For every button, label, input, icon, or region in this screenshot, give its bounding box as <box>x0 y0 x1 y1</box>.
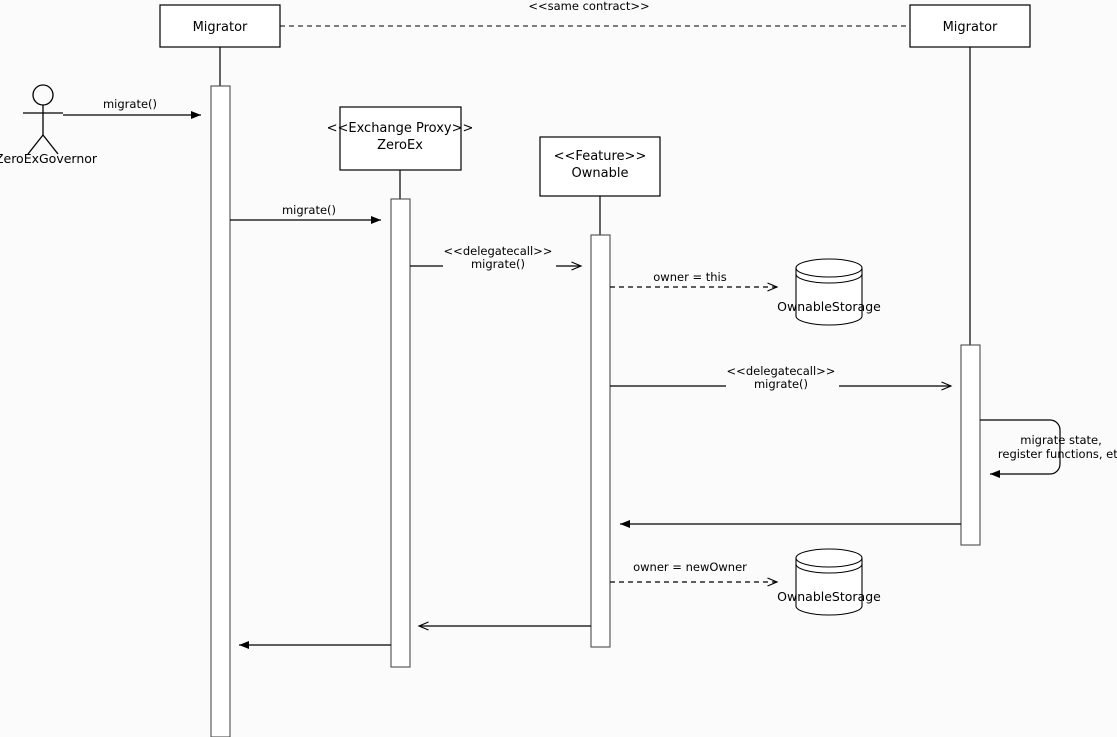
message-label-m2: migrate() <box>282 203 336 217</box>
participant-box-ownable[interactable] <box>539 136 661 197</box>
datastore-cylinder-top-2 <box>795 557 863 568</box>
actor-head-icon <box>32 84 54 106</box>
participant-label-zeroex: ZeroEx <box>377 138 423 153</box>
participant-zeroex[interactable]: <<Exchange Proxy>> ZeroEx <box>327 106 474 668</box>
participant-label-migrator-left: Migrator <box>193 20 248 35</box>
datastore-cylinder-body-1 <box>795 258 863 326</box>
message-label-m4: owner = this <box>653 270 726 284</box>
message-m8-owner-newowner: owner = newOwner <box>610 560 779 587</box>
message-label-m5-line2: migrate() <box>754 377 808 391</box>
participant-migrator-left[interactable]: Migrator <box>159 4 281 737</box>
participant-label-migrator-right: Migrator <box>943 20 998 35</box>
activation-migrator-left <box>210 85 231 737</box>
participant-box-migrator-right[interactable] <box>909 4 1031 48</box>
message-m6-self-migrate-state: migrate state, register functions, etc <box>980 419 1117 478</box>
message-label-m3-line1: <<delegatecall>> <box>444 244 553 258</box>
message-label-m6-line2: register functions, etc <box>998 447 1117 461</box>
datastore-ownable-storage-1: OwnableStorage <box>777 258 881 326</box>
message-label-m5-line1: <<delegatecall>> <box>727 364 836 378</box>
message-label-bg-m3 <box>443 242 556 272</box>
message-m5-delegatecall-migrate: <<delegatecall>> migrate() <box>610 362 953 392</box>
datastore-cylinder-body-2 <box>795 548 863 616</box>
participant-label-ownable: Ownable <box>572 166 629 181</box>
message-label-m6-line1: migrate state, <box>1020 433 1102 447</box>
actor-right-leg-icon <box>42 134 59 155</box>
datastore-label-1: OwnableStorage <box>777 299 881 314</box>
actor-label-zeroexgovernor: ZeroExGovernor <box>0 151 98 166</box>
message-m3-delegatecall-migrate: <<delegatecall>> migrate() <box>410 242 583 272</box>
datastore-cylinder-top2-1 <box>795 273 863 284</box>
message-label-m8: owner = newOwner <box>633 560 747 574</box>
activation-migrator-right <box>960 344 981 546</box>
message-m4-owner-this: owner = this <box>610 270 779 292</box>
datastore-cylinder-top2-2 <box>795 563 863 574</box>
participant-stereotype-ownable: <<Feature>> <box>554 149 647 164</box>
message-label-m1: migrate() <box>103 97 157 111</box>
message-m2-migrate: migrate() <box>230 203 381 224</box>
participant-migrator-right[interactable]: Migrator <box>909 4 1031 546</box>
activation-zeroex <box>390 198 411 668</box>
datastore-ownable-storage-2: OwnableStorage <box>777 548 881 616</box>
actor-zeroexgovernor: ZeroExGovernor <box>0 84 98 166</box>
participant-ownable[interactable]: <<Feature>> Ownable <box>539 136 661 648</box>
message-label-bg-m5 <box>726 362 839 392</box>
participant-stereotype-zeroex: <<Exchange Proxy>> <box>327 121 474 136</box>
message-label-m3-line2: migrate() <box>471 257 525 271</box>
link-same-contract: <<same contract>> <box>280 0 910 27</box>
message-m1-migrate: migrate() <box>63 97 201 119</box>
activation-ownable <box>590 234 611 648</box>
datastore-cylinder-top-1 <box>795 267 863 278</box>
datastore-label-2: OwnableStorage <box>777 589 881 604</box>
participant-box-migrator-left[interactable] <box>159 4 281 48</box>
participant-box-zeroex[interactable] <box>339 106 462 171</box>
actor-left-leg-icon <box>27 134 44 155</box>
message-arrow-m6-selfloop <box>980 419 1061 478</box>
same-contract-label: <<same contract>> <box>528 0 649 13</box>
